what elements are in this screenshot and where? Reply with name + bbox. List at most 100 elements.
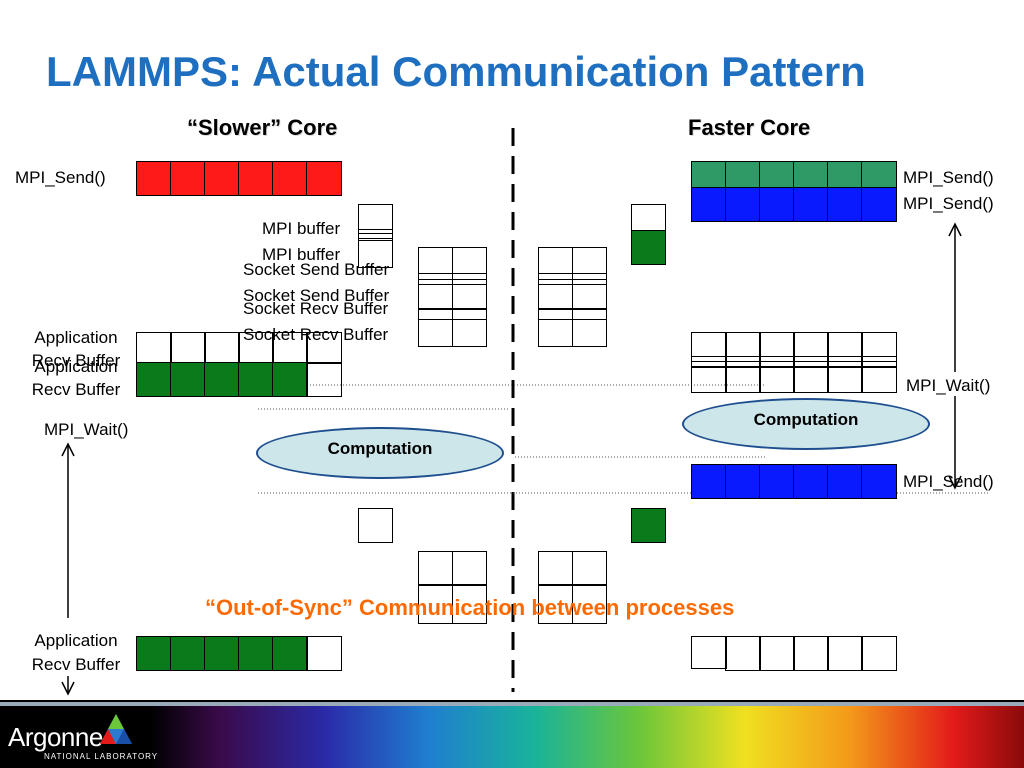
red-cell <box>272 161 308 196</box>
white-cell <box>793 636 829 671</box>
socket-cell <box>538 284 573 310</box>
teal-cell <box>793 161 829 189</box>
green-cell <box>170 636 206 671</box>
green-cell <box>204 362 240 397</box>
diagram-lines <box>61 128 988 696</box>
app-recv-label: Recv Buffer <box>31 380 121 399</box>
socket-cell <box>572 284 607 310</box>
white-cell <box>691 636 727 669</box>
white-cell <box>759 636 795 671</box>
spectrum-bar <box>150 706 1024 768</box>
white-cell <box>136 332 172 364</box>
dotted-lines <box>258 384 988 494</box>
white-cell <box>759 332 795 362</box>
computation-label: Computation <box>753 410 859 429</box>
teal-cell <box>691 161 727 189</box>
blue-cell <box>691 464 727 499</box>
mpi-send-label-left: MPI_Send() <box>15 168 106 187</box>
mpi-buffer-box <box>358 508 393 543</box>
red-cell <box>204 161 240 196</box>
white-cell <box>827 356 863 368</box>
blue-cell <box>725 187 761 222</box>
argonne-triangle-icon <box>100 714 132 744</box>
app-recv-label: Application <box>34 357 118 376</box>
mpi-buffer-box-green <box>631 230 666 265</box>
out-of-sync-caption: “Out-of-Sync” Communication between proc… <box>205 595 735 620</box>
computation-ellipse-left: Computation <box>256 427 504 479</box>
green-cell <box>272 636 308 671</box>
blue-cell <box>793 187 829 222</box>
footer-rule <box>0 702 1024 706</box>
page-title: LAMMPS: Actual Communication Pattern <box>46 48 866 95</box>
white-cell <box>306 636 342 671</box>
white-cell <box>238 332 274 364</box>
mpi-wait-label-right: MPI_Wait() <box>906 376 991 395</box>
red-cell <box>136 161 172 196</box>
socket-cell <box>538 551 573 586</box>
socket-cell <box>572 584 607 624</box>
slower-core-header: “Slower” Core <box>187 115 338 140</box>
green-cell <box>204 636 240 671</box>
teal-cell <box>759 161 795 189</box>
socket-recv-label: Socket Recv Buffer <box>243 299 389 318</box>
socket-cell <box>452 319 487 347</box>
white-cell <box>725 332 761 362</box>
white-cell <box>306 362 342 397</box>
socket-cell <box>452 584 487 624</box>
blue-cell <box>861 187 897 222</box>
socket-cell <box>452 284 487 310</box>
white-cell <box>793 332 829 362</box>
socket-send-label: Socket Send Buffer <box>243 260 390 279</box>
red-cell <box>238 161 274 196</box>
white-cell <box>691 366 727 393</box>
teal-cell <box>725 161 761 189</box>
mpi-buffer-label: MPI buffer <box>262 245 341 264</box>
socket-cell <box>572 247 607 280</box>
computation-ellipse-right: Computation <box>682 398 930 450</box>
socket-recv-label: Socket Recv Buffer <box>243 325 389 344</box>
white-cell <box>272 332 308 364</box>
socket-cell <box>418 551 453 586</box>
white-cell <box>204 332 240 364</box>
blue-cell <box>861 464 897 499</box>
app-recv-label: Application <box>34 631 118 650</box>
socket-cell <box>538 319 573 347</box>
white-cell <box>793 356 829 368</box>
socket-send-label: Socket Send Buffer <box>243 286 390 305</box>
white-cell <box>861 332 897 362</box>
green-cell <box>136 362 172 397</box>
mpi-buffer-box <box>358 204 393 234</box>
argonne-logo-subtext: NATIONAL LABORATORY <box>44 752 159 761</box>
green-cell <box>136 636 172 671</box>
teal-cell <box>827 161 863 189</box>
app-recv-label: Recv Buffer <box>31 655 121 674</box>
red-cell <box>306 161 342 196</box>
white-cell <box>827 366 863 393</box>
socket-cell <box>452 551 487 586</box>
white-cell <box>725 366 761 393</box>
mpi-buffer-box <box>358 229 393 241</box>
socket-cell <box>418 284 453 310</box>
white-cell <box>759 356 795 368</box>
white-cell <box>759 366 795 393</box>
white-cell <box>725 636 761 671</box>
socket-cell <box>418 319 453 347</box>
socket-cell <box>452 247 487 280</box>
blue-cell <box>827 187 863 222</box>
blue-cell <box>759 187 795 222</box>
app-recv-label: Recv Buffer <box>31 351 121 370</box>
blue-cell <box>759 464 795 499</box>
white-cell <box>827 636 863 671</box>
white-cell <box>793 366 829 393</box>
blue-cell <box>793 464 829 499</box>
blue-cell <box>691 187 727 222</box>
socket-cell <box>572 551 607 586</box>
teal-cell <box>861 161 897 189</box>
green-cell <box>170 362 206 397</box>
white-cell <box>827 332 863 362</box>
mpi-buffer-label: MPI buffer <box>262 219 341 238</box>
faster-core-header: Faster Core <box>688 115 811 140</box>
right-arrow <box>948 222 962 490</box>
socket-cell <box>572 319 607 347</box>
blue-cell <box>725 464 761 499</box>
